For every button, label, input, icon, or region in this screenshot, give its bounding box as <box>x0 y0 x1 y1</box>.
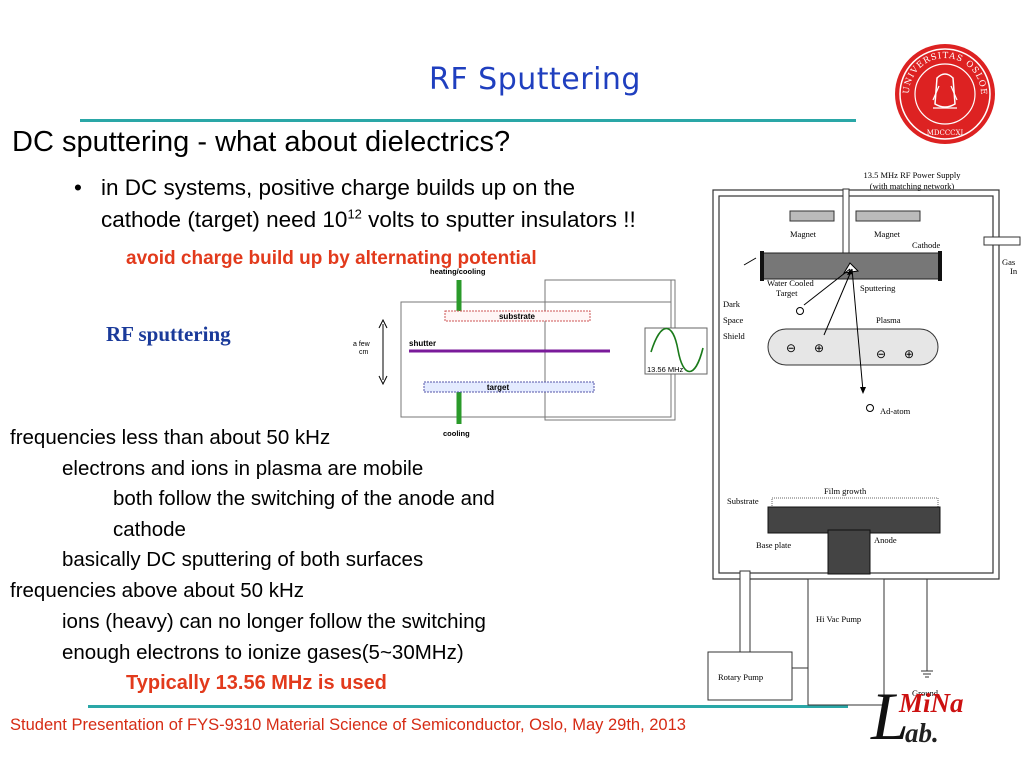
svg-text:Magnet: Magnet <box>874 229 901 239</box>
svg-text:(with matching network): (with matching network) <box>870 181 955 191</box>
svg-text:a few: a few <box>353 341 371 348</box>
svg-text:Cathode: Cathode <box>912 240 941 250</box>
svg-text:In: In <box>1010 266 1018 276</box>
section-heading: DC sputtering - what about dielectrics? <box>12 126 511 158</box>
svg-text:Plasma: Plasma <box>876 315 901 325</box>
svg-text:Dark: Dark <box>723 299 741 309</box>
svg-text:Anode: Anode <box>874 535 897 545</box>
bullet-dot: • <box>74 175 82 200</box>
mina-lab-logo: L MiNa ab. <box>871 678 964 754</box>
svg-text:⊕: ⊕ <box>904 347 914 361</box>
sputtering-chamber-diagram: 13.5 MHz RF Power Supply (with matching … <box>707 170 1021 706</box>
svg-text:MDCCCXI: MDCCCXI <box>927 129 964 137</box>
university-seal-logo: UNIVERSITAS OSLOENSIS MDCCCXI <box>893 42 995 144</box>
svg-text:cm: cm <box>359 349 369 356</box>
svg-text:Sputtering: Sputtering <box>860 283 896 293</box>
svg-text:Ad-atom: Ad-atom <box>880 406 911 416</box>
body-line-8: enough electrons to ionize gases(5~30MHz… <box>62 641 464 664</box>
body-line-1: frequencies less than about 50 kHz <box>10 426 331 449</box>
footer-text: Student Presentation of FYS-9310 Materia… <box>10 716 686 734</box>
svg-text:substrate: substrate <box>499 312 536 321</box>
rf-sputtering-diagram: heating/cooling cooling substrate shutte… <box>353 267 708 438</box>
svg-text:target: target <box>487 383 510 392</box>
svg-text:13.5 MHz RF Power Supply: 13.5 MHz RF Power Supply <box>863 170 961 180</box>
svg-text:Space: Space <box>723 315 744 325</box>
svg-text:Target: Target <box>776 288 798 298</box>
body-line-2: electrons and ions in plasma are mobile <box>62 457 424 480</box>
svg-text:cooling: cooling <box>443 429 470 438</box>
slide-title: RF Sputtering <box>429 62 641 97</box>
body-line-5: basically DC sputtering of both surfaces <box>62 548 424 571</box>
svg-text:⊕: ⊕ <box>814 341 824 355</box>
svg-text:Rotary Pump: Rotary Pump <box>718 672 763 682</box>
svg-text:Magnet: Magnet <box>790 229 817 239</box>
svg-text:Substrate: Substrate <box>727 496 759 506</box>
body-line-6: frequencies above about 50 kHz <box>10 579 305 602</box>
svg-text:Film growth: Film growth <box>824 486 867 496</box>
svg-text:shutter: shutter <box>409 339 436 348</box>
body-line-3: both follow the switching of the anode a… <box>113 487 495 510</box>
body-line-4: cathode <box>113 518 186 541</box>
body-line-7: ions (heavy) can no longer follow the sw… <box>62 610 486 633</box>
svg-text:Hi Vac Pump: Hi Vac Pump <box>816 614 861 624</box>
svg-text:Water Cooled: Water Cooled <box>767 278 815 288</box>
rf-sputtering-label: RF sputtering <box>106 322 231 346</box>
svg-text:⊖: ⊖ <box>786 341 796 355</box>
title-divider <box>80 119 856 122</box>
footer-divider <box>88 705 848 708</box>
svg-text:heating/cooling: heating/cooling <box>430 267 486 276</box>
bullet-point: • in DC systems, positive charge builds … <box>74 172 794 236</box>
typical-frequency-note: Typically 13.56 MHz is used <box>126 672 387 694</box>
svg-text:Base plate: Base plate <box>756 540 791 550</box>
svg-text:Gas: Gas <box>1002 257 1015 267</box>
svg-text:⊖: ⊖ <box>876 347 886 361</box>
svg-text:Ground: Ground <box>912 688 939 698</box>
svg-text:13.56 MHz: 13.56 MHz <box>647 365 684 374</box>
avoid-charge-note: avoid charge build up by alternating pot… <box>126 248 537 269</box>
svg-text:Shield: Shield <box>723 331 745 341</box>
